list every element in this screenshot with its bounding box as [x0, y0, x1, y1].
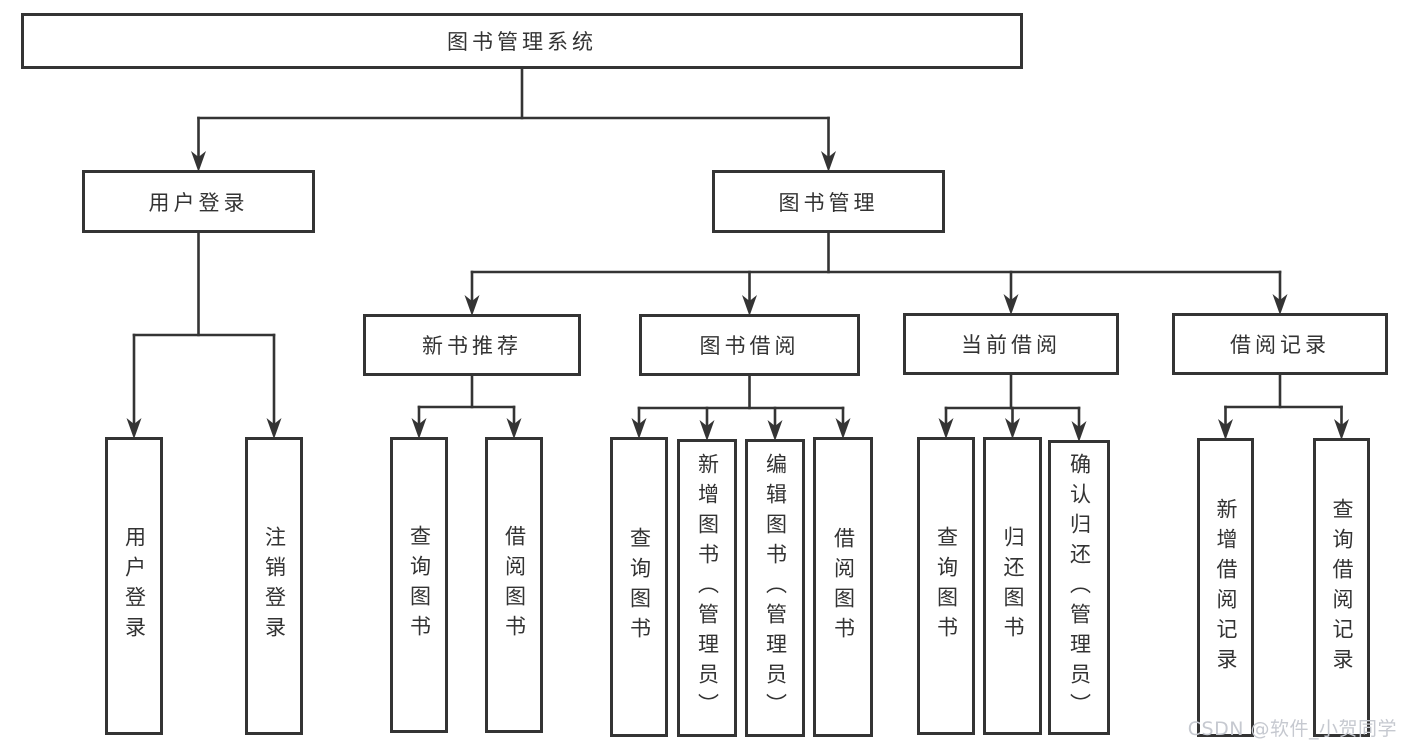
node-c3: 编辑图书（管理员）: [745, 439, 805, 737]
node-rec: 新书推荐: [363, 314, 581, 376]
node-label: 用户登录: [148, 190, 249, 215]
node-mgmt: 图书管理: [712, 170, 945, 233]
node-label: 归还图书: [1001, 526, 1025, 646]
link-mgmt: [464, 231, 1288, 316]
node-record: 借阅记录: [1172, 313, 1388, 375]
node-label: 新增借阅记录: [1214, 497, 1238, 678]
node-label: 图书管理系统: [447, 30, 597, 54]
node-d3: 确认归还（管理员）: [1048, 440, 1110, 735]
node-label: 借阅图书: [831, 527, 856, 647]
arrowhead: [191, 151, 206, 172]
arrowhead: [1334, 419, 1349, 440]
node-label: 查询借阅记录: [1330, 497, 1354, 678]
arrowhead: [1003, 294, 1019, 315]
arrowhead: [938, 418, 954, 439]
node-root: 图书管理系统: [21, 13, 1023, 69]
arrowhead: [506, 418, 522, 439]
node-label: 图书借阅: [699, 334, 800, 358]
node-c2: 新增图书（管理员）: [677, 439, 737, 737]
node-label: 新书推荐: [422, 334, 522, 358]
node-label: 查询图书: [934, 526, 959, 646]
node-d1: 查询图书: [917, 437, 975, 735]
node-b1: 查询图书: [390, 437, 448, 733]
node-label: 当前借阅: [961, 333, 1061, 357]
node-c1: 查询图书: [610, 437, 668, 737]
arrowhead: [1272, 294, 1288, 315]
node-label: 图书管理: [778, 190, 879, 215]
arrowhead: [1005, 418, 1020, 439]
node-d2: 归还图书: [983, 437, 1042, 735]
node-label: 查询图书: [627, 527, 652, 647]
link-record: [1218, 373, 1349, 440]
link-borrow: [631, 374, 851, 441]
node-login: 用户登录: [82, 170, 315, 233]
link-rec: [411, 374, 522, 439]
arrowhead: [411, 418, 427, 439]
node-a1: 用户登录: [105, 437, 163, 735]
link-root: [191, 67, 836, 172]
node-label: 用户登录: [122, 526, 147, 646]
node-borrow: 图书借阅: [639, 314, 860, 376]
node-label: 查询图书: [407, 525, 432, 645]
arrowhead: [767, 420, 783, 441]
arrowhead: [835, 418, 851, 439]
link-login: [126, 231, 282, 439]
arrowhead: [266, 418, 282, 439]
arrowhead: [821, 151, 836, 172]
arrowhead: [699, 420, 715, 441]
arrowhead: [742, 295, 757, 316]
arrowhead: [464, 295, 480, 316]
node-label: 借阅图书: [502, 525, 527, 645]
node-a2: 注销登录: [245, 437, 303, 735]
link-current: [938, 373, 1087, 442]
node-current: 当前借阅: [903, 313, 1119, 375]
node-e2: 查询借阅记录: [1313, 438, 1370, 737]
watermark: CSDN @软件_小贺同学: [1187, 718, 1397, 740]
arrowhead: [1218, 419, 1233, 440]
node-b2: 借阅图书: [485, 437, 543, 733]
arrowhead: [631, 418, 647, 439]
node-label: 借阅记录: [1230, 333, 1330, 357]
node-label: 确认归还（管理员）: [1067, 452, 1092, 723]
node-label: 编辑图书（管理员）: [763, 453, 788, 723]
node-label: 新增图书（管理员）: [695, 453, 720, 723]
arrowhead: [1071, 421, 1087, 442]
arrowhead: [126, 418, 142, 439]
node-c4: 借阅图书: [813, 437, 873, 737]
node-label: 注销登录: [262, 526, 287, 646]
node-e1: 新增借阅记录: [1197, 438, 1254, 737]
